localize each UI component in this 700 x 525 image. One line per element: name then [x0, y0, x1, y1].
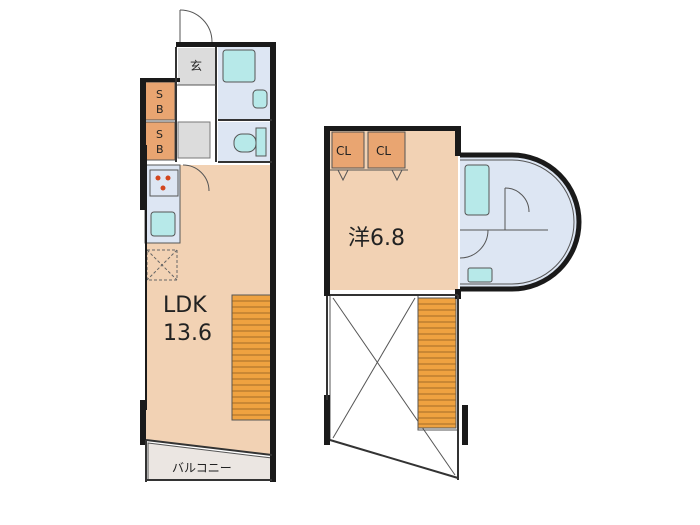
- ldk-label: LDK: [163, 293, 207, 318]
- floor2-plan: CL CL 洋6.8: [324, 126, 582, 480]
- washbasin-icon: [467, 267, 493, 283]
- sb2-label-top: S: [156, 128, 163, 141]
- stair-icon: [231, 294, 273, 421]
- balcony-label: バルコニー: [172, 461, 232, 475]
- stair-icon: [417, 297, 457, 429]
- closet-1-label: CL: [336, 144, 351, 158]
- door-swing-icon: [182, 164, 210, 192]
- toilet-icon: [233, 127, 267, 157]
- door-swing-icon: [504, 187, 530, 213]
- round-wet-area: [460, 155, 579, 289]
- sb1-label-bottom: B: [156, 103, 164, 116]
- sb1-label-top: S: [156, 88, 163, 101]
- entrance-area: [178, 48, 216, 85]
- floor1-plan: 玄 S B S B LDK 13.6 バルコニー: [140, 9, 276, 482]
- closet-1: [331, 131, 365, 169]
- stove-icon: [149, 169, 179, 197]
- closet-2-label: CL: [376, 144, 391, 158]
- hall-storage: [177, 121, 211, 159]
- door-swing-icon: [179, 9, 213, 43]
- closet-2: [367, 131, 406, 169]
- sink-icon: [150, 211, 176, 237]
- ldk-size-label: 13.6: [163, 321, 212, 346]
- western-room-label: 洋6.8: [348, 226, 405, 251]
- washbasin-icon: [252, 89, 268, 109]
- door-swing-icon: [459, 229, 489, 259]
- sb2-label-bottom: B: [156, 143, 164, 156]
- entrance-label: 玄: [190, 58, 202, 73]
- bathtub-icon: [222, 49, 256, 83]
- bathtub-icon: [464, 164, 490, 216]
